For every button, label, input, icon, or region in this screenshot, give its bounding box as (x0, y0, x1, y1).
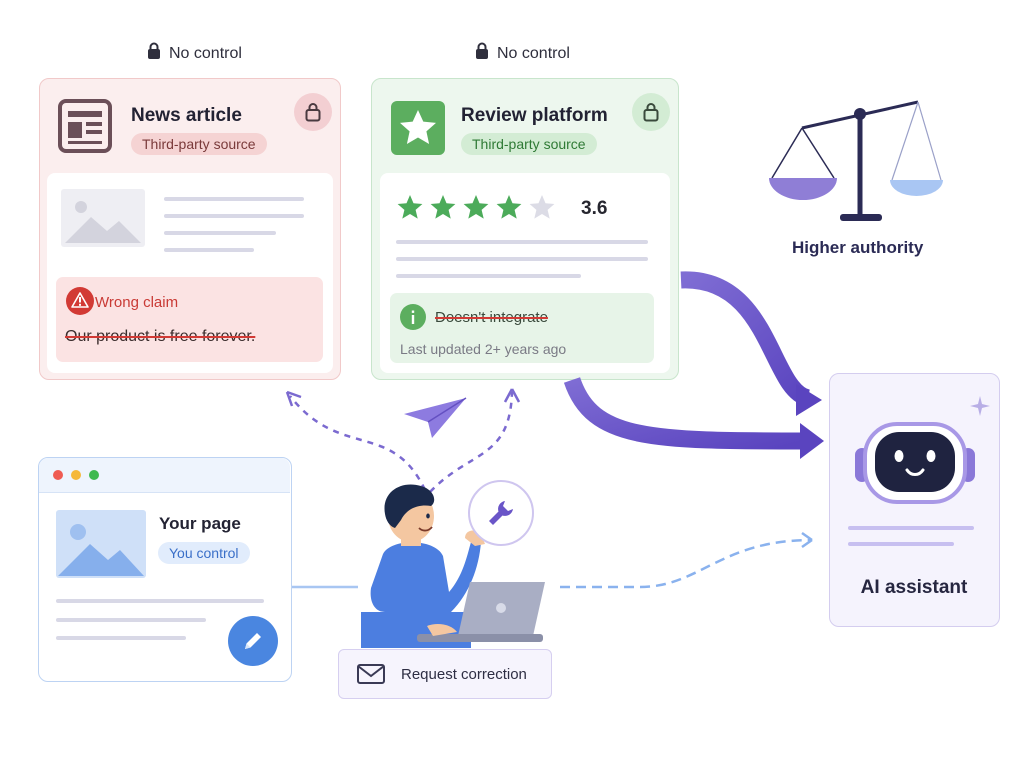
your-page-window[interactable]: Your page You control (38, 457, 292, 682)
image-placeholder-icon (61, 189, 145, 252)
minimize-dot[interactable] (71, 470, 81, 480)
edit-button[interactable] (228, 616, 278, 666)
no-control-text: No control (497, 44, 570, 62)
no-control-note-right: No control (475, 42, 570, 65)
news-article-title: News article (131, 105, 242, 126)
envelope-icon (357, 664, 385, 689)
review-platform-title: Review platform (461, 105, 608, 126)
lock-icon (632, 93, 670, 131)
text-line (164, 197, 304, 201)
person-with-laptop-illustration (355, 476, 560, 653)
last-updated-text: Last updated 2+ years ago (400, 341, 567, 357)
no-control-note-left: No control (147, 42, 242, 65)
balance-scale-icon (766, 96, 946, 233)
text-line (56, 599, 264, 603)
ai-assistant-card[interactable]: AI assistant (829, 373, 1000, 627)
newspaper-icon (58, 99, 112, 158)
article-preview: Wrong claim Our product is free forever. (47, 173, 333, 373)
no-control-text: No control (169, 44, 242, 62)
wrong-claim-box: Wrong claim Our product is free forever. (56, 277, 323, 362)
star-logo-icon (391, 101, 445, 160)
maximize-dot[interactable] (89, 470, 99, 480)
star-filled-icon (463, 195, 489, 219)
higher-authority-label: Higher authority (792, 238, 924, 257)
wrong-claim-label: Wrong claim (95, 294, 179, 311)
text-line (396, 274, 581, 278)
info-icon (400, 304, 426, 335)
text-line (848, 526, 974, 530)
struck-review-text: Doesn't integrate (435, 309, 548, 326)
outdated-review-box: Doesn't integrate Last updated 2+ years … (390, 293, 654, 363)
text-line (164, 214, 304, 218)
dashed-assistant-link (560, 538, 813, 589)
authority-arrow-lower (563, 377, 807, 450)
text-line (56, 636, 186, 640)
star-filled-icon (496, 195, 522, 219)
sparkle-icon (970, 396, 990, 421)
star-filled-icon (430, 195, 456, 219)
close-dot[interactable] (53, 470, 63, 480)
request-correction-label: Request correction (401, 666, 527, 683)
text-line (56, 618, 206, 622)
your-page-title: Your page (159, 514, 241, 533)
robot-icon (853, 420, 977, 515)
text-line (848, 542, 954, 546)
review-preview: 3.6 Doesn't integrate Last updated 2+ ye… (380, 173, 670, 373)
wrench-icon (489, 501, 513, 525)
warning-icon (66, 287, 94, 320)
news-article-card[interactable]: News article Third-party source Wrong cl… (39, 78, 341, 380)
third-party-badge: Third-party source (461, 133, 597, 155)
browser-title-bar (39, 458, 290, 493)
lock-icon (147, 42, 161, 65)
text-line (164, 231, 276, 235)
text-line (164, 248, 254, 252)
request-correction-button[interactable]: Request correction (338, 649, 552, 699)
text-line (396, 257, 648, 261)
star-rating (396, 193, 556, 221)
text-line (396, 240, 648, 244)
star-empty-icon (529, 195, 555, 219)
you-control-badge: You control (158, 542, 250, 564)
ai-assistant-label: AI assistant (860, 577, 968, 598)
wrench-badge (468, 480, 534, 546)
authority-arrow-upper (680, 271, 812, 407)
star-filled-icon (397, 195, 423, 219)
dashed-request-news (289, 395, 427, 491)
arrow-head (800, 423, 824, 459)
pencil-icon (245, 633, 261, 649)
claim-text: Our product is free forever. (65, 328, 256, 345)
image-placeholder-icon (56, 510, 146, 583)
arrow-head (796, 384, 822, 416)
review-platform-card[interactable]: Review platform Third-party source 3.6 D… (371, 78, 679, 380)
third-party-badge: Third-party source (131, 133, 267, 155)
lock-icon (475, 42, 489, 65)
rating-value: 3.6 (581, 198, 608, 219)
lock-icon (294, 93, 332, 131)
